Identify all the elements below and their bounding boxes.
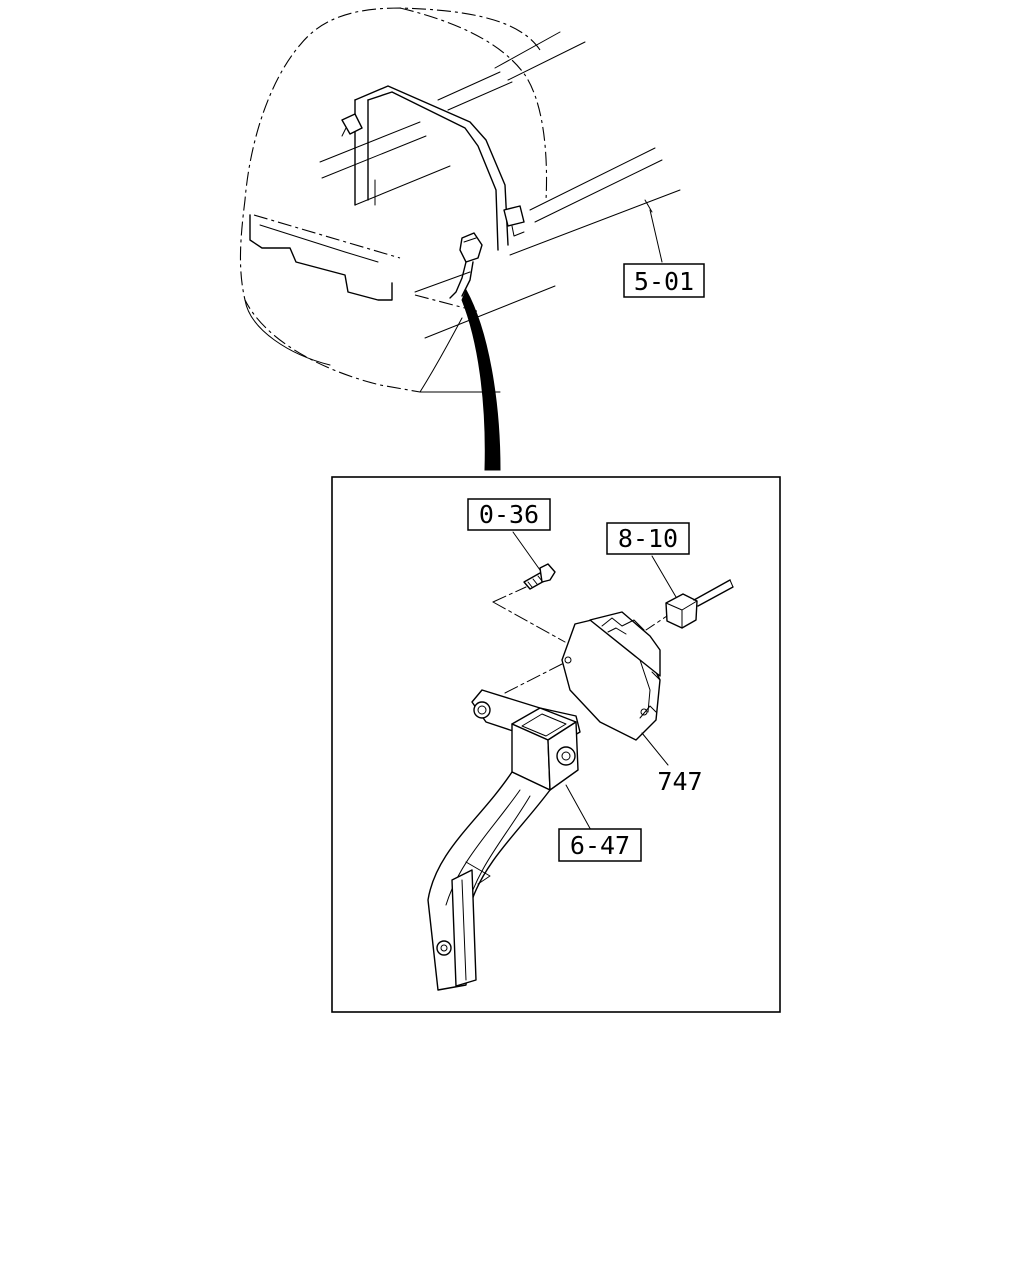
callout-connector-label: 8-10 — [618, 524, 678, 553]
callout-vehicle-label: 5-01 — [634, 267, 694, 296]
callout-pedal: 6-47 — [558, 828, 642, 862]
detail-frame — [331, 476, 781, 1013]
callout-bolt: 0-36 — [467, 498, 551, 571]
callout-bolt-label: 0-36 — [479, 500, 539, 529]
pedal-part — [427, 689, 593, 991]
bolt-part — [492, 563, 566, 643]
sensor-part-number: 747 — [657, 767, 702, 796]
vehicle-cab-drawing — [239, 7, 681, 393]
callout-connector: 8-10 — [606, 522, 690, 598]
sensor-part — [504, 611, 669, 766]
callout-pedal-label: 6-47 — [570, 831, 630, 860]
callout-vehicle: 5-01 — [623, 263, 705, 298]
connector-part — [645, 579, 734, 631]
detail-pointer — [461, 288, 501, 471]
